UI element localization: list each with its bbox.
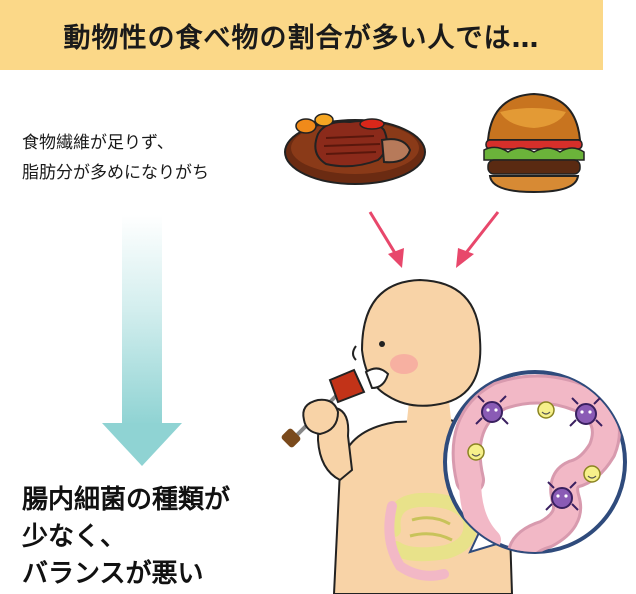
person [281,278,514,594]
header-banner: 動物性の食べ物の割合が多い人では… [0,0,603,70]
result-line-1: 腸内細菌の種類が [22,485,231,515]
note-line-1: 食物繊維が足りず、 [22,133,174,153]
banner-title: 動物性の食べ物の割合が多い人では… [63,22,540,54]
result-text: 腸内細菌の種類が 少なく、 バランスが悪い [22,482,352,593]
good-bacteria-icon [583,465,601,483]
bad-bacteria-icon [545,481,579,511]
pink-arrow-right [456,211,500,268]
bad-bacteria-icon [475,395,509,425]
result-line-3: バランスが悪い [22,559,204,589]
note-line-2: 脂肪分が多めになりがち [22,163,209,183]
good-bacteria-icon [537,401,555,419]
good-bacteria-icon [467,443,485,461]
result-line-2: 少なく、 [22,522,127,552]
hamburger-icon [483,92,585,194]
intestine-icon [451,374,621,552]
fiber-note: 食物繊維が足りず、 脂肪分が多めになりがち [22,128,282,188]
intestine-closeup [443,370,627,554]
bad-bacteria-icon [569,397,603,427]
pink-arrow-left [368,211,404,268]
down-arrow [102,215,182,466]
steak-icon [284,113,426,185]
